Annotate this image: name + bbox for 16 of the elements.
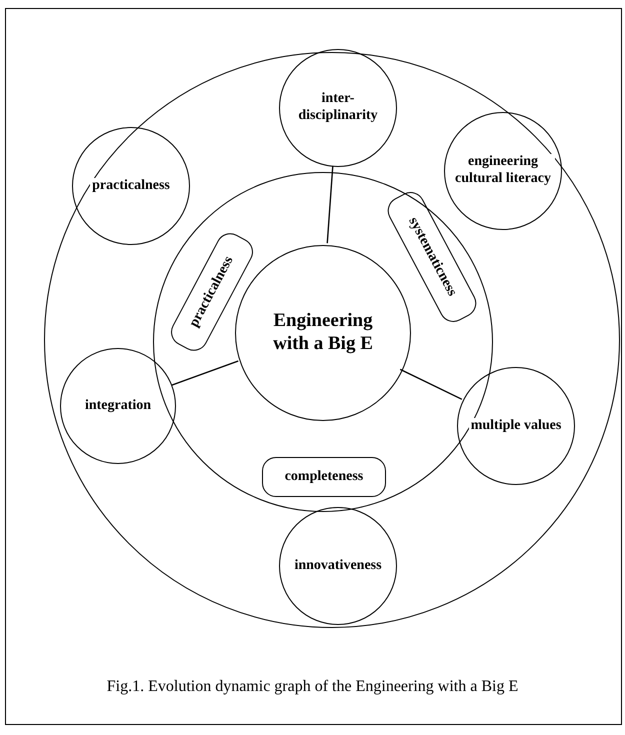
concept-circle bbox=[279, 507, 397, 625]
concept-label: multiple values bbox=[468, 418, 564, 434]
concept-label: integration bbox=[82, 398, 154, 414]
concept-circle bbox=[60, 348, 176, 464]
concept-circle bbox=[457, 367, 575, 485]
concept-label: completeness bbox=[282, 468, 366, 486]
figure-caption: Fig.1. Evolution dynamic graph of the Engineering with a Big E bbox=[106, 678, 520, 696]
ring-circle bbox=[44, 52, 620, 628]
connector-line bbox=[171, 360, 238, 386]
concept-circle bbox=[279, 49, 397, 167]
concept-circle bbox=[72, 127, 190, 245]
connector-line bbox=[400, 368, 462, 400]
connector-line bbox=[326, 166, 334, 244]
rounded-label-box bbox=[262, 457, 386, 497]
concept-label: practicalness bbox=[90, 178, 172, 194]
concept-circle bbox=[235, 245, 411, 421]
